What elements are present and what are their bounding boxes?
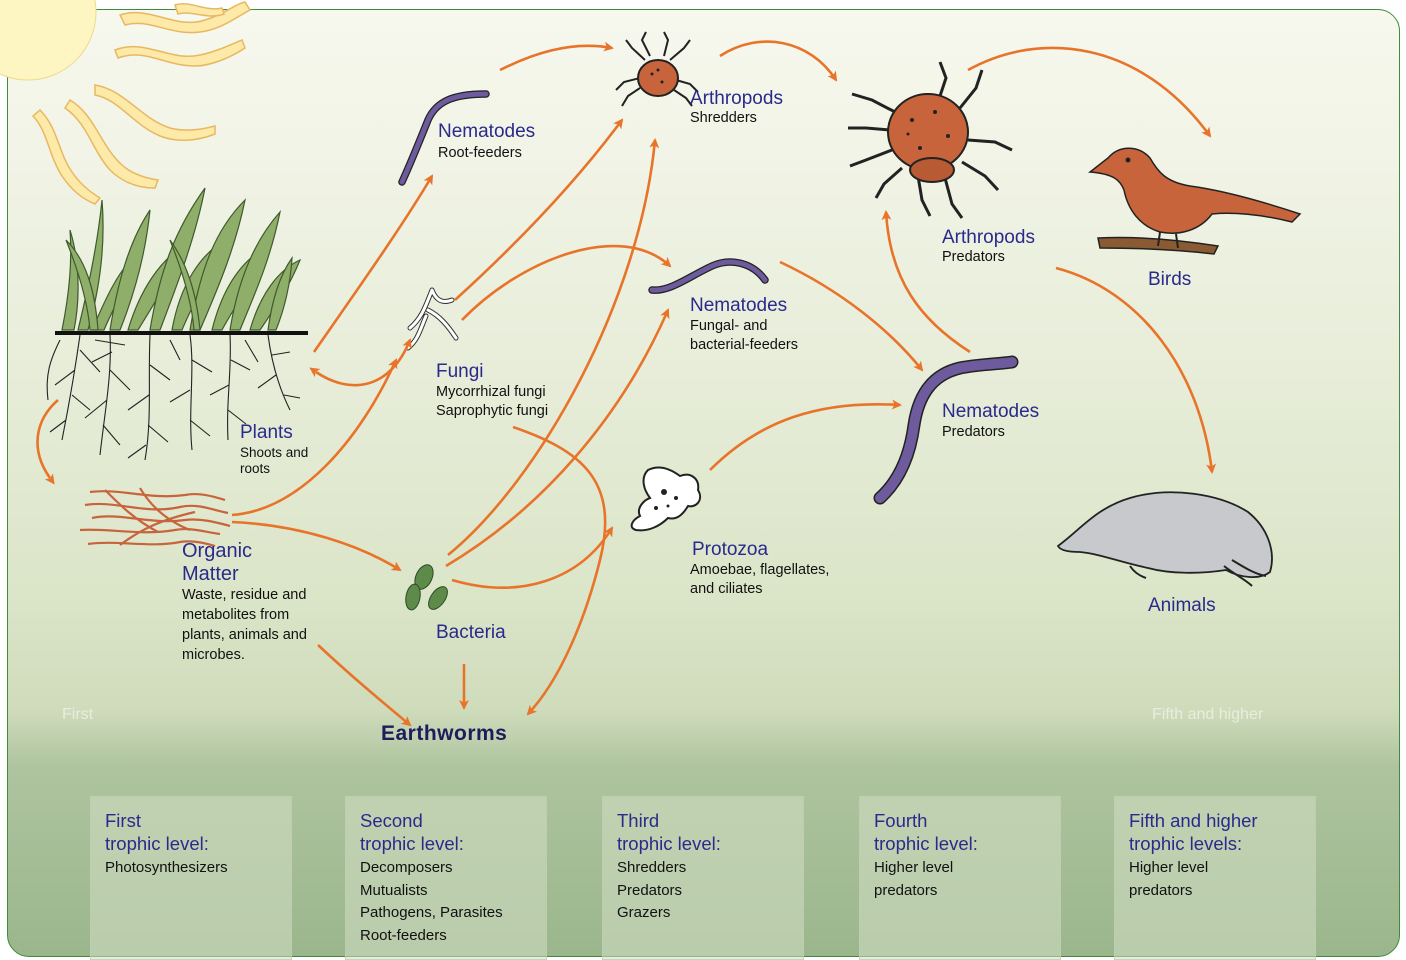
bacteria-icon [404, 562, 451, 613]
plants-sub-1: Shoots and [240, 445, 308, 460]
trophic-2-title-2: trophic level: [360, 832, 464, 855]
trophic-2-item: Pathogens, Parasites [360, 902, 503, 925]
nematodes-predators-sub: Predators [942, 424, 1005, 441]
nematodes-fungal-sub-2: bacterial-feeders [690, 337, 798, 354]
earthworms-label: Earthworms [381, 722, 507, 746]
fungi-sub-2: Saprophytic fungi [436, 403, 548, 420]
organic-matter-title-1: Organic [182, 540, 252, 563]
trophic-1-title-1: First [105, 809, 209, 832]
nematodes-predators-title: Nematodes [942, 400, 1039, 423]
trophic-3-item: Shredders [617, 857, 686, 880]
trophic-2-item: Root-feeders [360, 925, 503, 948]
trophic-3-item: Grazers [617, 902, 686, 925]
plants-title: Plants [240, 421, 293, 444]
organic-matter-illustration [80, 488, 230, 546]
trophic-4-item: Higher level [874, 857, 953, 880]
trophic-4-item: predators [874, 880, 953, 903]
trophic-2-item: Decomposers [360, 857, 503, 880]
nematodes-root-feeders-title: Nematodes [438, 120, 535, 143]
protozoa-icon [632, 468, 700, 531]
organic-matter-sub-4: microbes. [182, 647, 245, 664]
trophic-5-title-1: Fifth and higher [1129, 809, 1258, 832]
ghost-fifth-text: Fifth and higher [1152, 706, 1263, 724]
organic-matter-sub-3: plants, animals and [182, 627, 307, 644]
trophic-2-title-1: Second [360, 809, 464, 832]
birds-label: Birds [1148, 268, 1191, 291]
organic-matter-title-2: Matter [182, 563, 239, 586]
trophic-3-item: Predators [617, 880, 686, 903]
ghost-first-text: First [62, 706, 93, 724]
bird-icon [1090, 148, 1300, 254]
fungi-title: Fungi [436, 360, 484, 383]
mole-icon [1058, 492, 1272, 586]
organic-matter-sub-1: Waste, residue and [182, 587, 306, 604]
arthropod-predator-icon [848, 62, 1012, 218]
trophic-1-title-2: trophic level: [105, 832, 209, 855]
arthropod-shredder-icon [616, 32, 698, 106]
plants-sub-2: roots [240, 461, 270, 476]
nematodes-root-feeders-sub: Root-feeders [438, 145, 522, 162]
protozoa-sub-2: and ciliates [690, 581, 763, 598]
bacteria-label: Bacteria [436, 621, 506, 644]
arthropods-shredders-title: Arthropods [690, 87, 783, 110]
trophic-3-title-2: trophic level: [617, 832, 721, 855]
nematodes-fungal-sub-1: Fungal- and [690, 318, 767, 335]
arthropods-shredders-sub: Shredders [690, 110, 757, 127]
trophic-5-item: predators [1129, 880, 1208, 903]
fungi-icon [408, 290, 456, 348]
trophic-4-title-1: Fourth [874, 809, 978, 832]
trophic-1-item: Photosynthesizers [105, 857, 228, 880]
organic-matter-sub-2: metabolites from [182, 607, 289, 624]
animals-label: Animals [1148, 594, 1216, 617]
nematodes-fungal-title: Nematodes [690, 294, 787, 317]
fungi-sub-1: Mycorrhizal fungi [436, 384, 546, 401]
trophic-2-item: Mutualists [360, 880, 503, 903]
sun-icon [0, 0, 250, 204]
protozoa-title: Protozoa [692, 538, 768, 561]
arthropods-predators-title: Arthropods [942, 226, 1035, 249]
protozoa-sub-1: Amoebae, flagellates, [690, 562, 829, 579]
plants-illustration [47, 188, 308, 460]
trophic-4-title-2: trophic level: [874, 832, 978, 855]
trophic-3-title-1: Third [617, 809, 721, 832]
arthropods-predators-sub: Predators [942, 249, 1005, 266]
trophic-5-title-2: trophic levels: [1129, 832, 1258, 855]
trophic-5-item: Higher level [1129, 857, 1208, 880]
